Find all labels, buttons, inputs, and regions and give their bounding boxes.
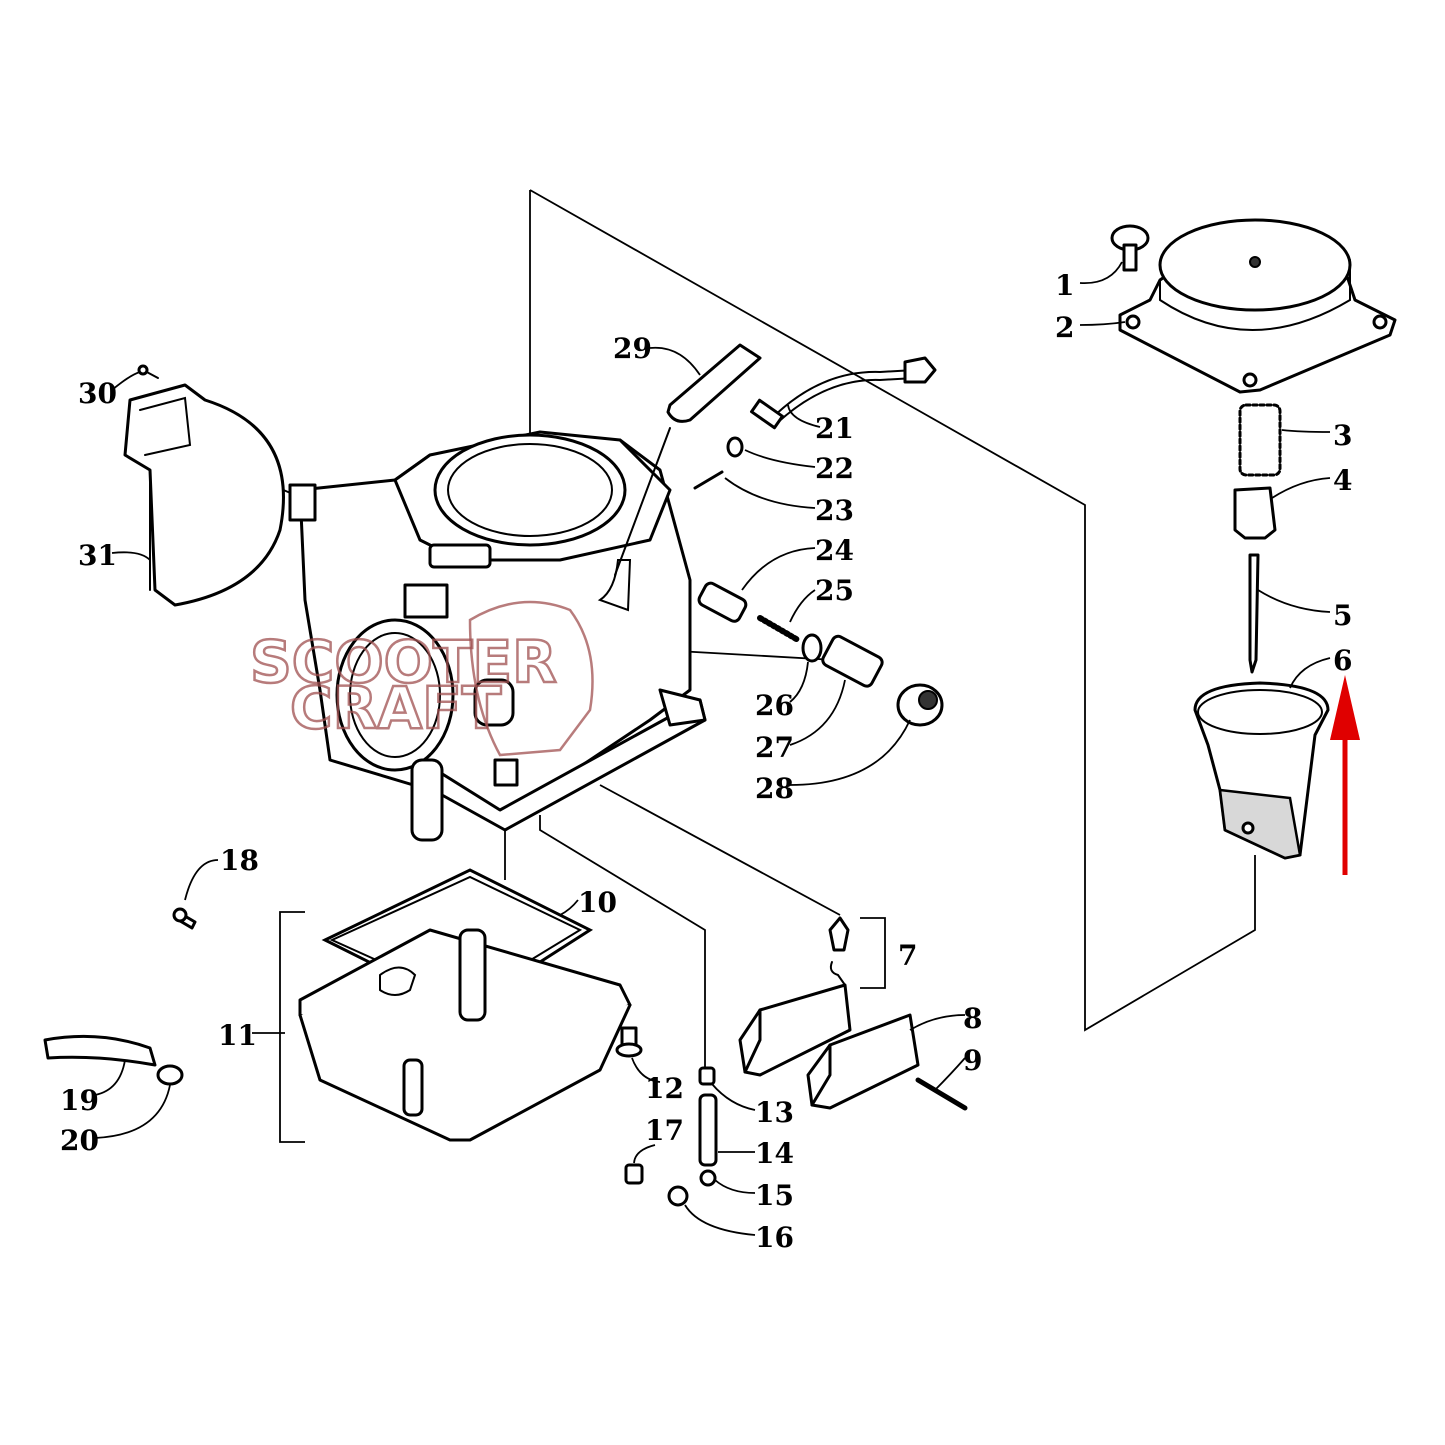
callout-15: 15 [755, 1179, 794, 1212]
callout-12: 12 [645, 1072, 684, 1105]
callout-20: 20 [60, 1124, 99, 1157]
part-2-top-cover [1118, 218, 1397, 394]
callout-leaders [94, 261, 1331, 1236]
callout-18: 18 [220, 844, 259, 877]
part-11-float-bowl [279, 911, 632, 1143]
part-13-jet [698, 1066, 716, 1086]
part-25-spring [757, 615, 801, 643]
callout-19: 19 [60, 1084, 99, 1117]
callout-5: 5 [1333, 599, 1352, 632]
part-19-hose [43, 1034, 157, 1067]
part-14-emulsion-tube [698, 1093, 718, 1167]
callout-3: 3 [1333, 419, 1352, 452]
callout-13: 13 [755, 1096, 794, 1129]
callout-2: 2 [1055, 311, 1074, 344]
part-7-needle-valve [828, 916, 886, 989]
part-23-spring [693, 470, 724, 490]
callout-11: 11 [218, 1019, 257, 1052]
callout-17: 17 [645, 1114, 684, 1147]
callout-24: 24 [815, 534, 854, 567]
callout-6: 6 [1333, 644, 1352, 677]
watermark-line1: SCOOTER [250, 628, 557, 696]
callout-31: 31 [78, 539, 117, 572]
part-17-screw [624, 1163, 644, 1185]
callout-labels: 1 2 3 4 5 6 7 8 9 10 11 12 13 14 15 16 1… [60, 269, 1352, 1254]
part-24-plunger [697, 581, 748, 623]
highlight-arrow [1330, 675, 1360, 875]
part-8-float [738, 983, 920, 1110]
part-26-o-ring [801, 633, 823, 663]
part-9-pin [915, 1077, 968, 1111]
callout-7: 7 [898, 939, 917, 972]
callout-22: 22 [815, 452, 854, 485]
callout-14: 14 [755, 1137, 794, 1170]
callout-8: 8 [963, 1002, 982, 1035]
part-20-clamp [156, 1064, 184, 1086]
callout-27: 27 [755, 731, 794, 764]
callout-29: 29 [613, 332, 652, 365]
part-15-jet [699, 1169, 717, 1187]
callout-21: 21 [815, 412, 854, 445]
part-22-washer [726, 436, 744, 458]
watermark-line2: CRAFT [290, 674, 502, 742]
part-30-screw [137, 364, 159, 379]
part-28-cap [896, 683, 944, 727]
part-21-cable [750, 356, 937, 430]
callout-28: 28 [755, 772, 794, 805]
callout-30: 30 [78, 377, 117, 410]
callout-9: 9 [963, 1044, 982, 1077]
carburetor-body [288, 430, 707, 842]
callout-10: 10 [578, 886, 617, 919]
part-4-needle-retainer [1233, 486, 1277, 540]
part-1-screw [1110, 224, 1150, 272]
part-3-spring [1238, 403, 1282, 477]
watermark-logo: SCOOTER CRAFT [249, 600, 594, 757]
part-16-plug [667, 1185, 689, 1207]
part-27-nut [821, 634, 884, 688]
callout-23: 23 [815, 494, 854, 527]
part-12-screw [615, 1026, 643, 1058]
part-6-piston-slide [1193, 681, 1330, 860]
callout-4: 4 [1333, 464, 1352, 497]
part-31-cover [123, 383, 285, 607]
part-29-hose [614, 343, 762, 576]
part-18-screw [172, 907, 197, 930]
callout-26: 26 [755, 689, 794, 722]
part-5-jet-needle [1248, 553, 1260, 674]
callout-16: 16 [755, 1221, 794, 1254]
callout-1: 1 [1055, 269, 1074, 302]
callout-25: 25 [815, 574, 854, 607]
